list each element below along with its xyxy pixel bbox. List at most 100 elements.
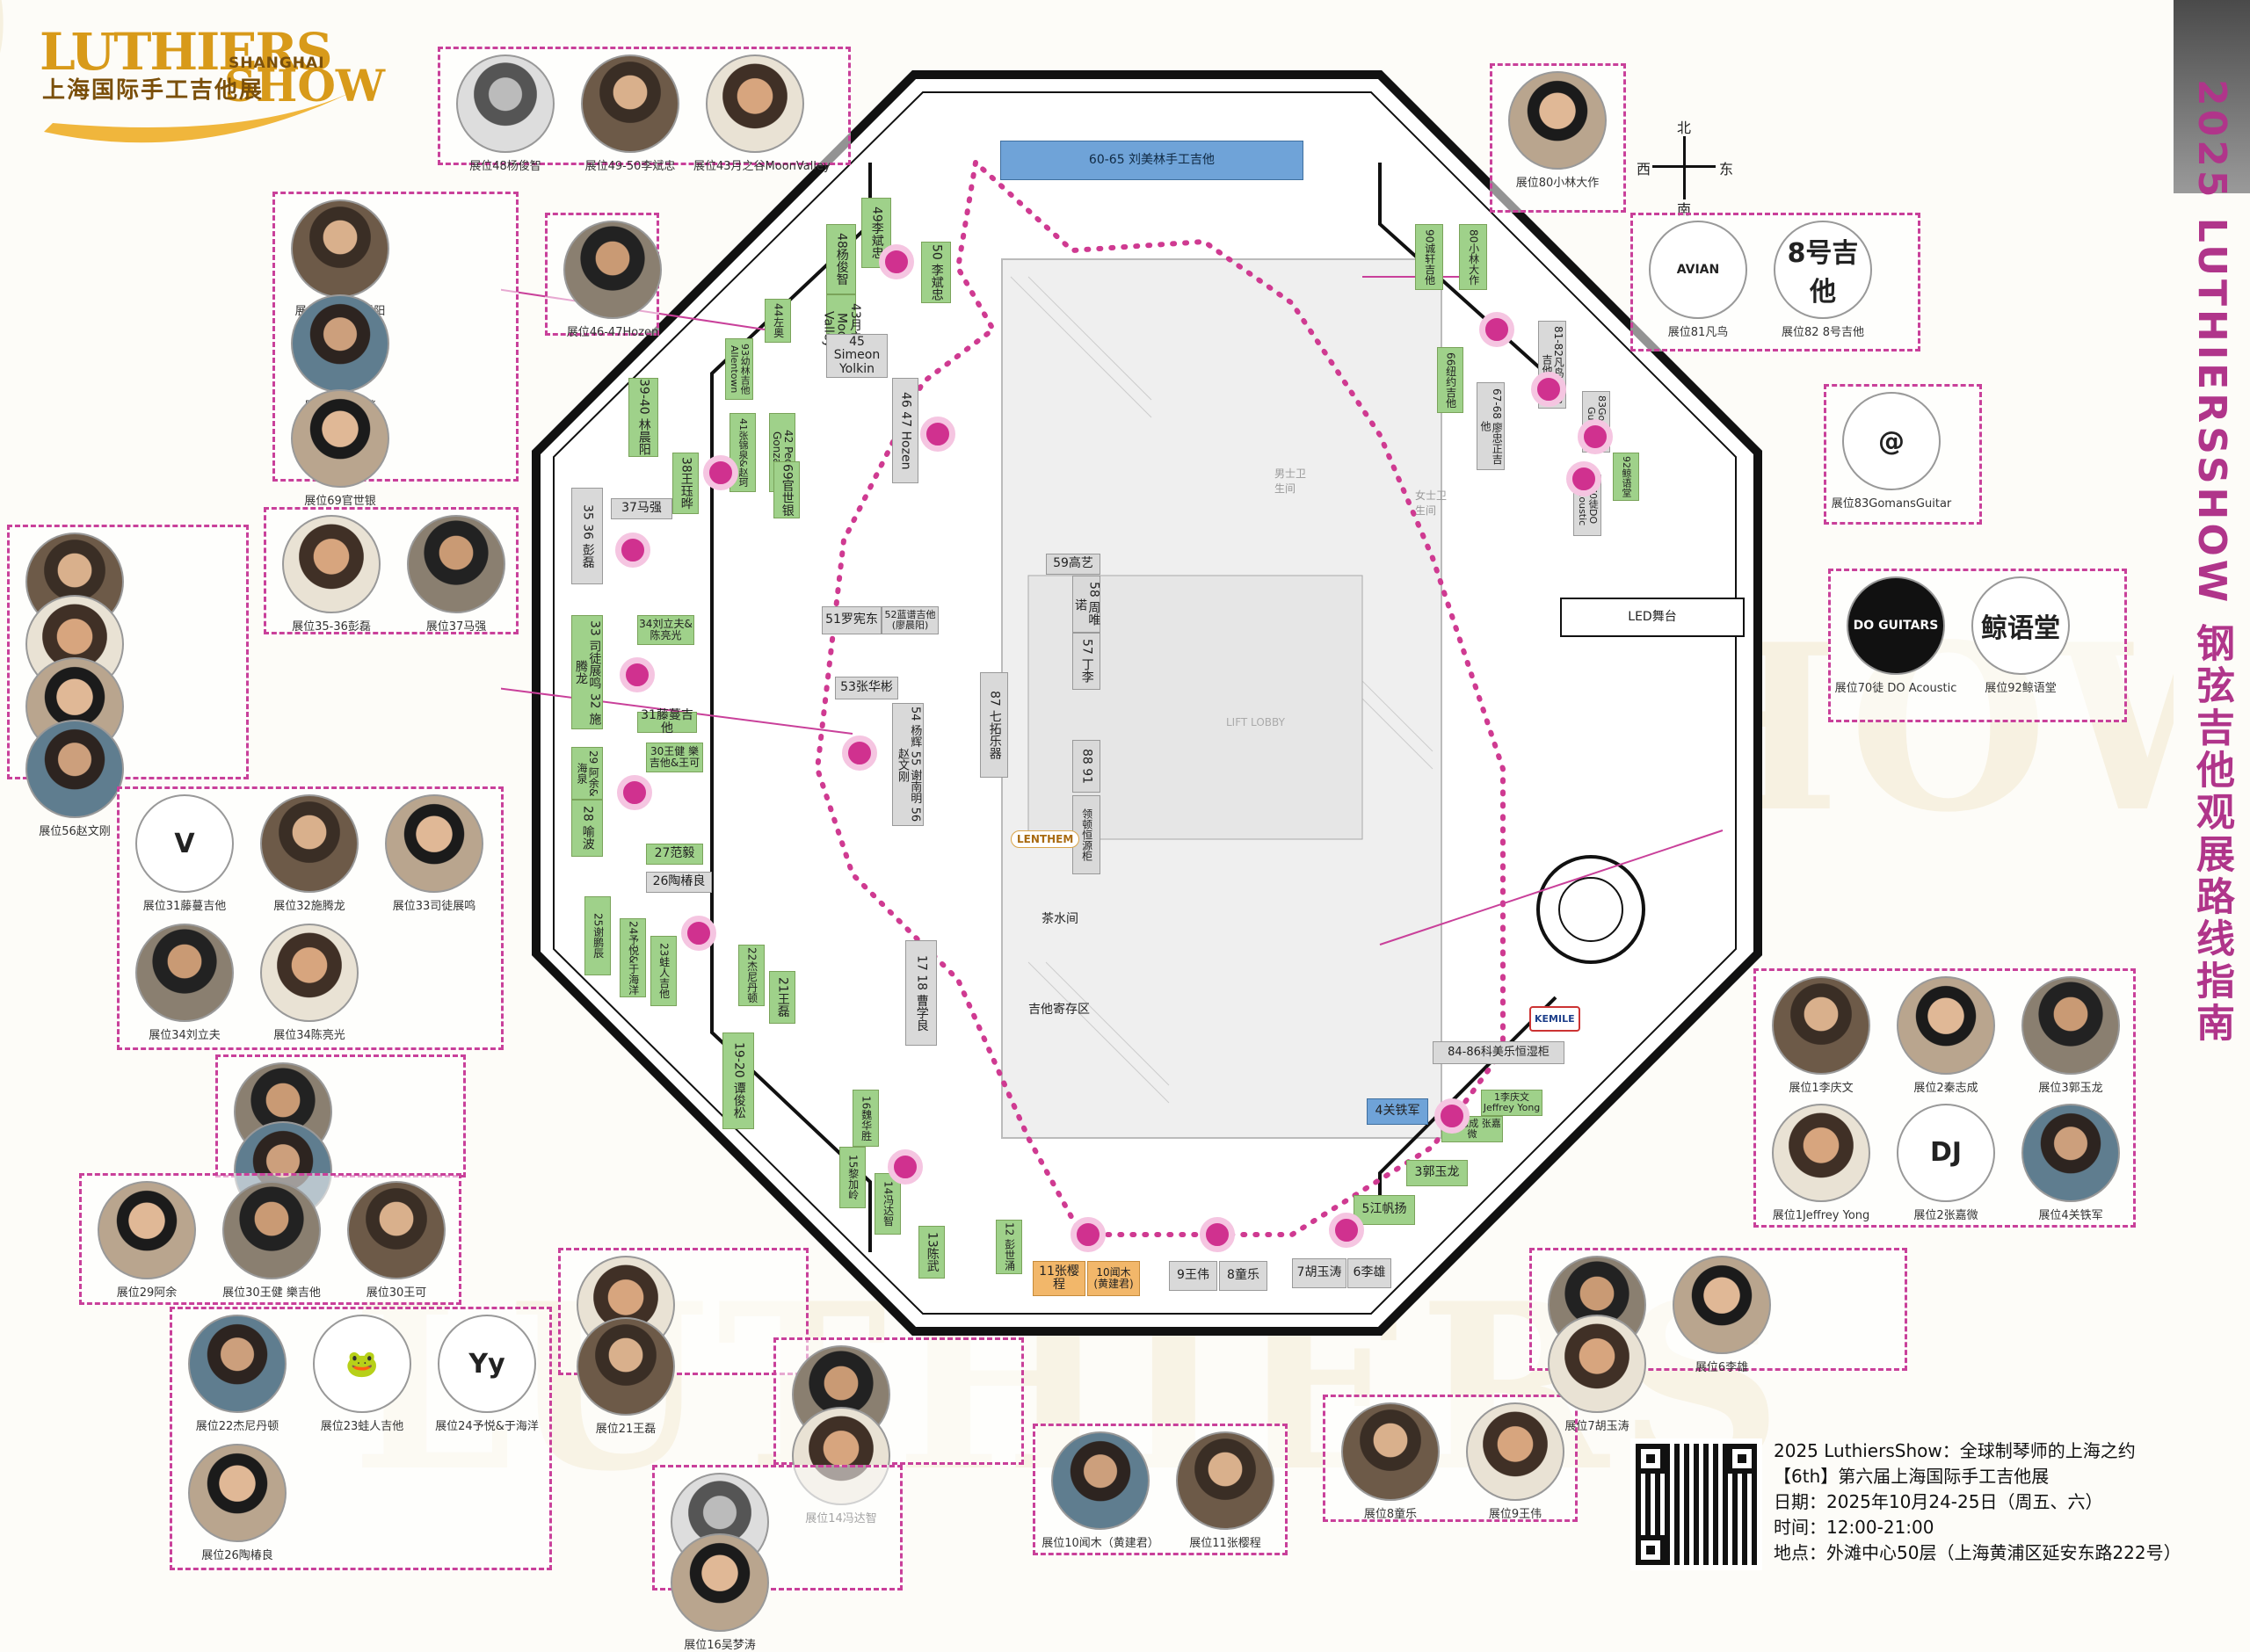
booth-38[interactable]: 38王珏晔 <box>672 453 699 514</box>
exhibitor-card[interactable]: 鲸语堂展位92鲸语堂 <box>1959 576 2082 695</box>
exhibitor-card[interactable]: 8号吉他展位82 8号吉他 <box>1761 221 1884 339</box>
exhibitor-card[interactable]: 展位34刘立夫 <box>123 924 246 1042</box>
booth-39-40[interactable]: 39-40 林晨阳 <box>628 378 658 457</box>
exhibitor-card[interactable]: 展位69官世银 <box>279 389 402 508</box>
booth-67-68[interactable]: 67-68 廖忠正吉他 <box>1477 382 1505 470</box>
booth-12[interactable]: 12 彭世涌 <box>996 1220 1022 1274</box>
exhibitor-card[interactable]: 展位30王健 樂吉他 <box>210 1181 333 1300</box>
booth-60-65[interactable]: 60-65 刘美林手工吉他 <box>1000 141 1303 180</box>
booth-89[interactable]: 领顿恒源柜 <box>1072 795 1100 874</box>
booth-3[interactable]: 3郭玉龙 <box>1406 1160 1468 1186</box>
exhibitor-card[interactable]: 展位4关铁军 <box>2009 1103 2132 1222</box>
booth-37[interactable]: 37马强 <box>611 498 672 519</box>
booth-21[interactable]: 21王磊 <box>769 971 795 1024</box>
exhibitor-card[interactable]: 展位8童乐 <box>1329 1402 1452 1521</box>
booth-7[interactable]: 7胡玉涛 <box>1292 1258 1346 1288</box>
led-stage[interactable]: LED舞台 <box>1560 598 1745 637</box>
booth-5[interactable]: 5江帆扬 <box>1354 1195 1415 1225</box>
booth-53[interactable]: 53张华彬 <box>835 677 898 699</box>
exhibitor-card[interactable]: 展位32施腾龙 <box>248 794 371 913</box>
booth-16[interactable]: 16魏华胜 <box>853 1090 879 1147</box>
booth-15[interactable]: 15黎加岭 <box>839 1147 866 1208</box>
booth-11[interactable]: 11张樱程 <box>1033 1261 1085 1296</box>
booth-22[interactable]: 22杰尼丹顿 <box>738 945 765 1006</box>
booth-49[interactable]: 49李斌忠 <box>861 198 891 268</box>
booth-80[interactable]: 80小林大作 <box>1459 224 1487 290</box>
booth-44[interactable]: 44左奥 <box>765 299 791 343</box>
booth-54-56[interactable]: 54 杨辉 55 谢南明 56 赵文刚 <box>892 703 924 826</box>
exhibitor-card[interactable]: 展位9王伟 <box>1454 1402 1577 1521</box>
booth-45[interactable]: 45 Simeon Yolkin <box>826 334 888 378</box>
booth-34[interactable]: 34刘立夫&陈亮光 <box>637 615 694 645</box>
booth-92[interactable]: 92鲸语堂 <box>1613 453 1639 501</box>
booth-50[interactable]: 50 李斌忠 <box>921 242 951 303</box>
booth-48[interactable]: 48杨俊智 <box>826 224 856 294</box>
booth-87[interactable]: 87 七拓乐器 <box>980 672 1008 778</box>
booth-8[interactable]: 8童乐 <box>1219 1261 1267 1291</box>
exhibitor-card[interactable]: 展位22杰尼丹顿 <box>176 1315 299 1433</box>
booth-69[interactable]: 69官世银 <box>773 461 800 518</box>
booth-28[interactable]: 28 喻波 <box>571 800 603 857</box>
booth-14[interactable]: 14冯达智 <box>875 1173 901 1235</box>
exhibitor-card[interactable]: 展位33司徒展鸣 <box>373 794 496 913</box>
exhibitor-card[interactable]: @展位83GomansGuitar <box>1830 392 1953 511</box>
exhibitor-card[interactable]: 展位80小林大作 <box>1496 71 1619 190</box>
booth-51[interactable]: 51罗宪东 <box>822 606 882 634</box>
exhibitor-card[interactable]: 展位56赵文刚 <box>13 720 136 838</box>
booth-25[interactable]: 25谢鹏辰 <box>584 896 611 975</box>
booth-33-32[interactable]: 33 司徒展鸣 32 施腾龙 <box>571 615 603 729</box>
exhibitor-card[interactable]: 展位7胡玉涛 <box>1535 1315 1658 1433</box>
booth-23[interactable]: 23蛙人吉他 <box>650 936 677 1006</box>
booth-19-20[interactable]: 19-20 谭俊松 <box>722 1032 754 1129</box>
exhibitor-card[interactable]: 展位16吴梦涛 <box>658 1532 781 1652</box>
booth-59[interactable]: 59高艺 <box>1046 554 1100 575</box>
booth-17-18[interactable]: 17 18 曹学良 <box>905 940 937 1046</box>
exhibitor-card[interactable]: 展位30王可 <box>335 1181 458 1300</box>
booth-66[interactable]: 66纽约吉他 <box>1437 347 1463 413</box>
exhibitor-card[interactable]: 展位26陶椿良 <box>176 1444 299 1562</box>
booth-27[interactable]: 27范毅 <box>646 844 703 865</box>
booth-29[interactable]: 29 阿余&海泉 <box>571 747 603 800</box>
booth-88-91[interactable]: 88 91 <box>1072 740 1100 793</box>
booth-46-47[interactable]: 46 47 Hozen <box>892 378 918 483</box>
exhibitor-card[interactable]: 展位43月之谷MoonValley <box>693 54 831 173</box>
booth-1[interactable]: 1李庆文 Jeffrey Yong <box>1481 1090 1542 1116</box>
booth-52[interactable]: 52蓝谱吉他(廖晨阳) <box>882 606 939 634</box>
exhibitor-card[interactable]: 展位35-36彭磊 <box>270 515 393 634</box>
exhibitor-card[interactable]: 展位1李庆文 <box>1760 976 1883 1095</box>
exhibitor-card[interactable]: 展位34陈亮光 <box>248 924 371 1042</box>
exhibitor-card[interactable]: 展位6李雄 <box>1660 1256 1783 1374</box>
booth-24[interactable]: 24予悦&于海洋 <box>620 918 646 997</box>
exhibitor-card[interactable]: 展位10闻木（黄建君） <box>1039 1431 1162 1550</box>
booth-35-36[interactable]: 35 36 彭磊 <box>571 488 603 584</box>
exhibitor-card[interactable]: 展位49-50李斌忠 <box>569 54 692 173</box>
booth-9[interactable]: 9王伟 <box>1169 1261 1217 1291</box>
exhibitor-card[interactable]: 展位2秦志成 <box>1884 976 2007 1095</box>
booth-26[interactable]: 26陶椿良 <box>646 872 712 893</box>
booth-6[interactable]: 6李雄 <box>1347 1258 1391 1288</box>
exhibitor-card[interactable]: 展位29阿余 <box>85 1181 208 1300</box>
exhibitor-card[interactable]: 展位3郭玉龙 <box>2009 976 2132 1095</box>
booth-57[interactable]: 57 丁李 <box>1072 633 1100 690</box>
booth-90[interactable]: 90诚轩吉他 <box>1415 224 1443 290</box>
booth-58[interactable]: 58 周唯诺 <box>1072 576 1100 633</box>
qr-code[interactable] <box>1630 1438 1762 1570</box>
booth-13[interactable]: 13陈武 <box>918 1226 945 1279</box>
booth-31[interactable]: 31藤蔓吉他 <box>637 708 697 735</box>
exhibitor-card[interactable]: 展位1Jeffrey Yong <box>1760 1103 1883 1222</box>
exhibitor-card[interactable]: 展位46-47Hozen <box>551 221 674 339</box>
exhibitor-card[interactable]: 展位37马强 <box>395 515 518 634</box>
booth-10[interactable]: 10闻木 (黄建君) <box>1087 1261 1140 1296</box>
exhibitor-card[interactable]: 展位48杨俊智 <box>444 54 567 173</box>
booth-93[interactable]: 93幼林吉他 Allentown <box>725 338 753 400</box>
booth-4[interactable]: 4关铁军 <box>1367 1098 1428 1125</box>
exhibitor-card[interactable]: 🐸展位23蛙人吉他 <box>301 1315 424 1433</box>
booth-84-86[interactable]: 84-86科美乐恒湿柜 <box>1433 1041 1564 1064</box>
exhibitor-card[interactable]: 展位21王磊 <box>564 1316 687 1436</box>
booth-30[interactable]: 30王健 樂吉他&王可 <box>646 743 703 772</box>
